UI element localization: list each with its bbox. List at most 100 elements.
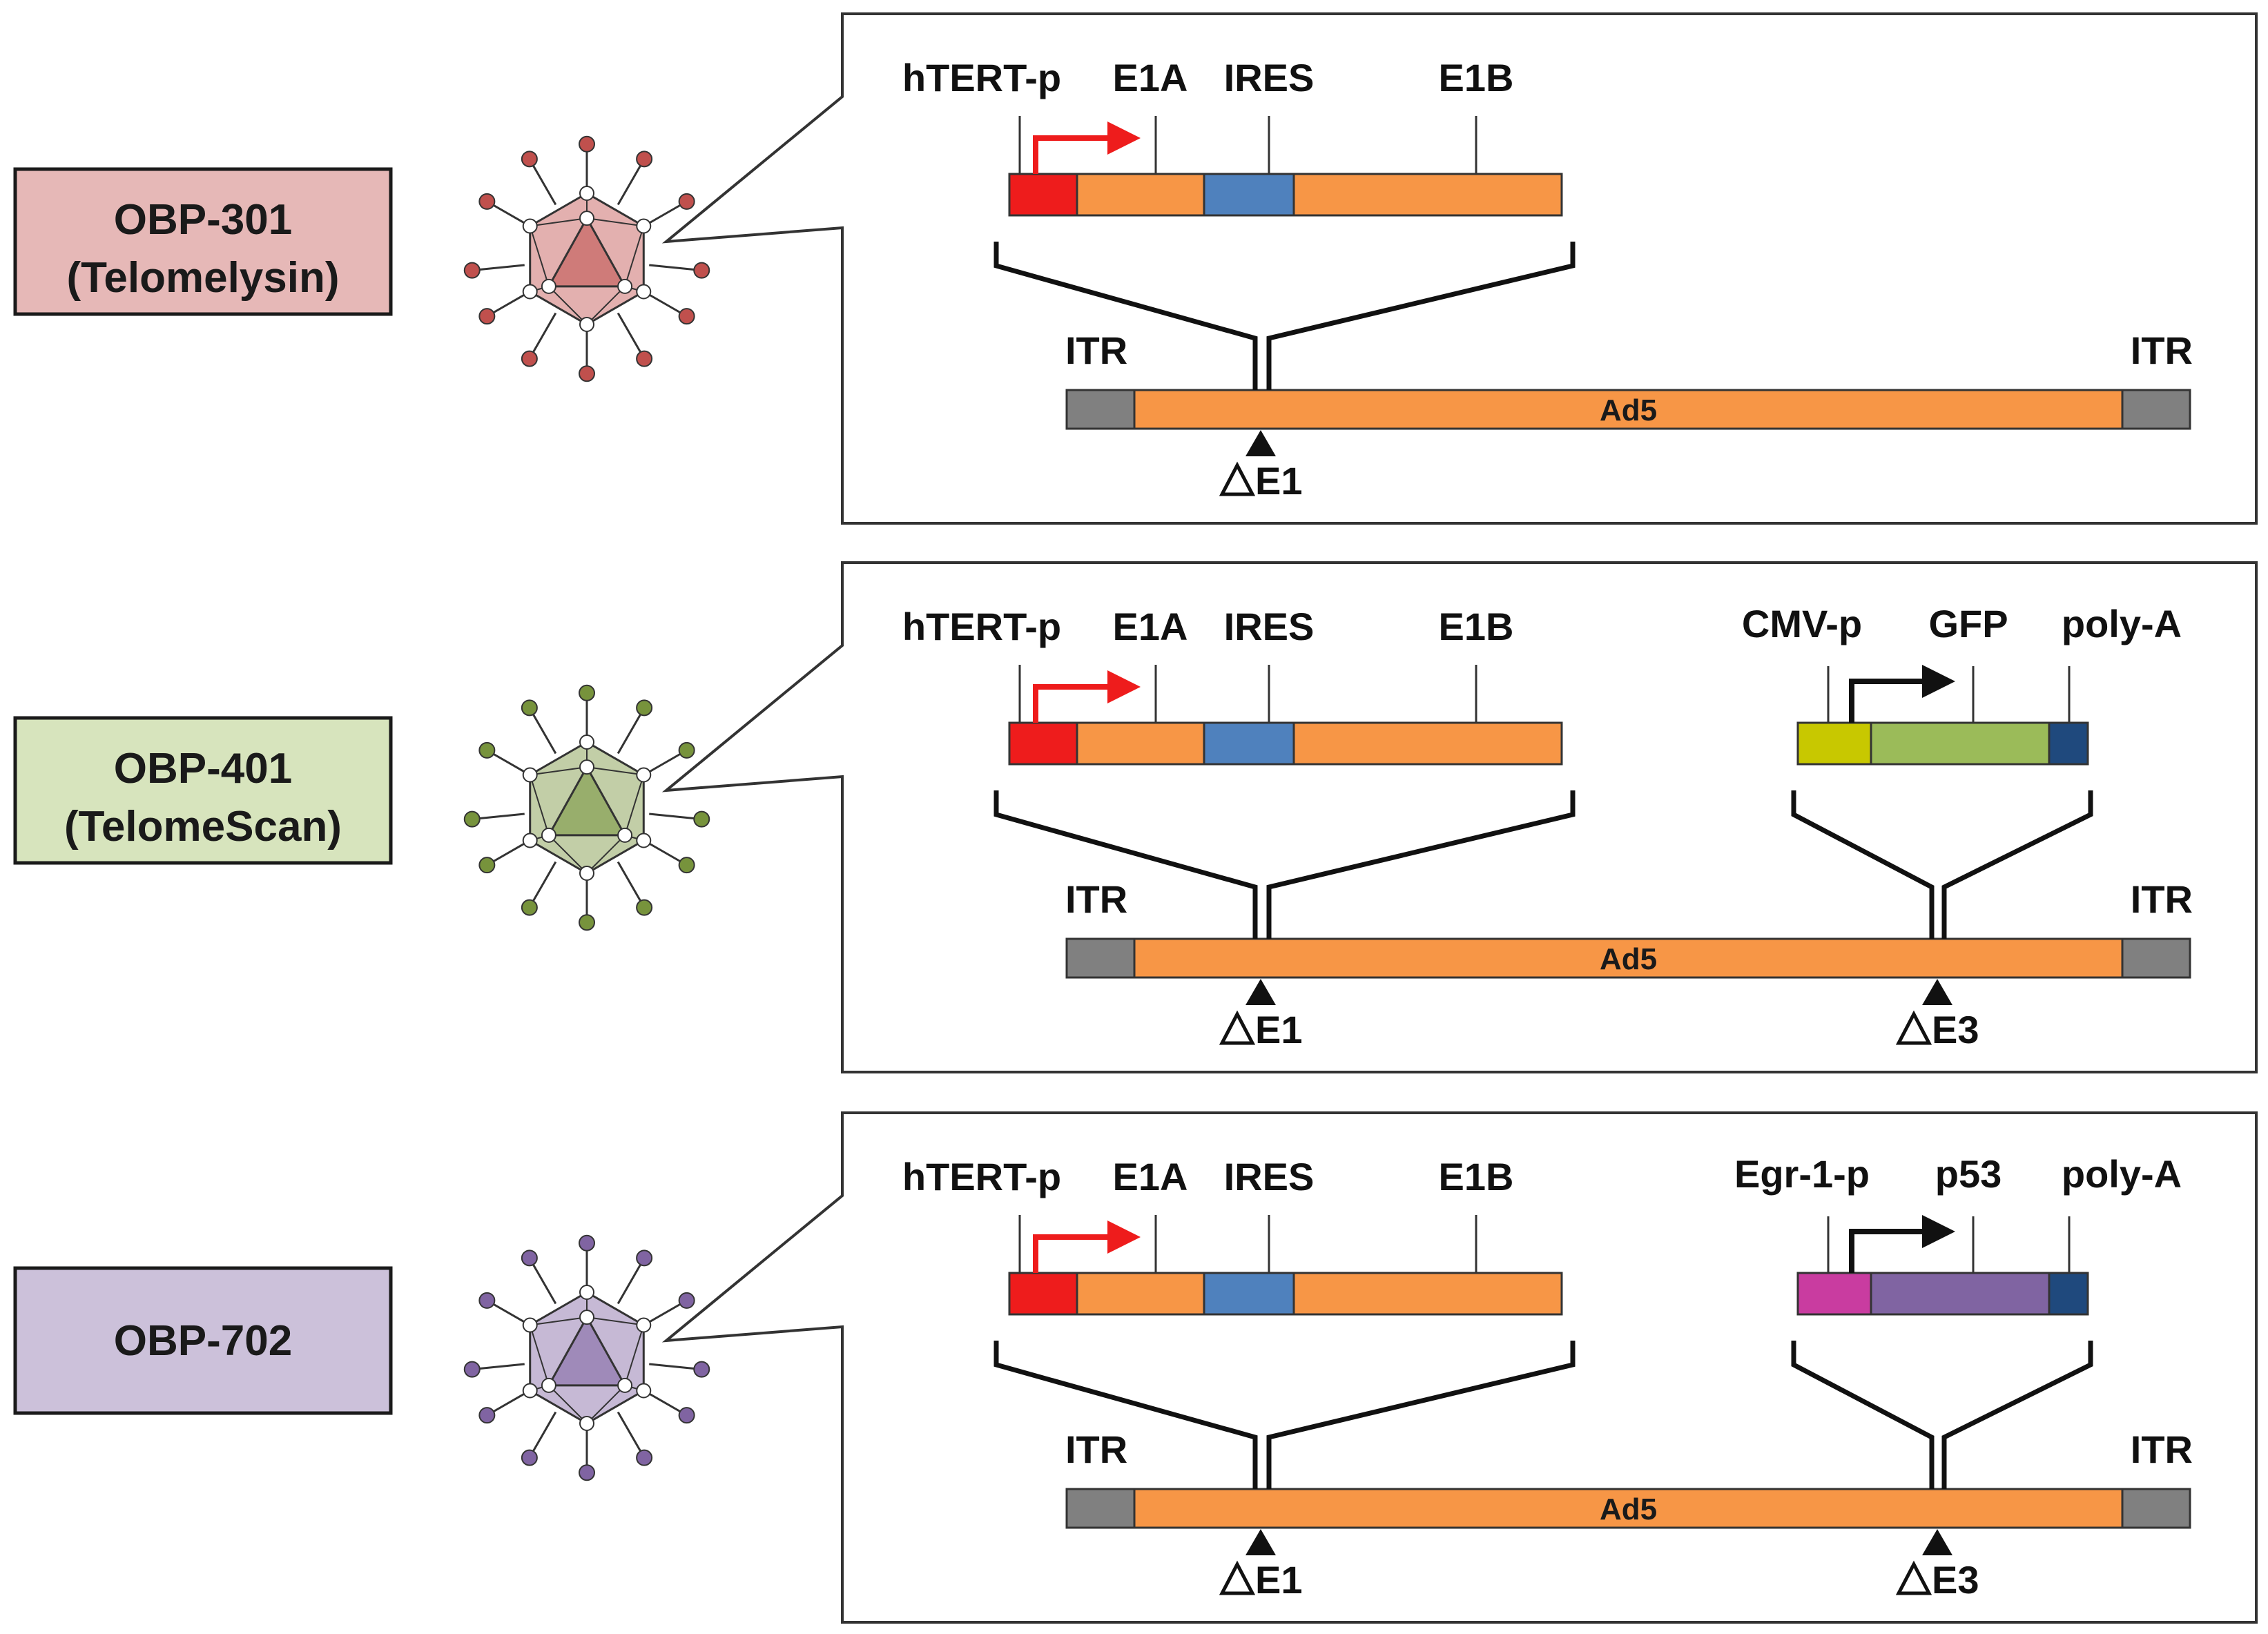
itr-left-segment [1065, 389, 1136, 430]
virus-knob [678, 857, 695, 874]
virus-knob [521, 1249, 538, 1267]
virus-knob [636, 699, 653, 717]
transcription-arrow-icon [1849, 1215, 1955, 1273]
e1b-segment [1292, 173, 1563, 217]
virus-vertex [541, 827, 556, 843]
virus-knob [463, 1361, 481, 1378]
virus-face [547, 216, 627, 288]
virus-knob [693, 810, 710, 828]
virus-spike [472, 813, 525, 821]
virus-knob [478, 741, 496, 759]
virus-knob [678, 1407, 695, 1424]
virus-knob [636, 1249, 653, 1267]
virus-knob [478, 308, 496, 325]
e1b-segment [1292, 1272, 1563, 1316]
virus-knob [478, 857, 496, 874]
virus-spike [617, 1257, 646, 1305]
insertion-bracket-right [1266, 790, 1576, 939]
virus-vertex [617, 278, 633, 294]
virus-spike [649, 1363, 702, 1371]
virus-knob [579, 135, 595, 153]
vector-name-box [13, 1266, 393, 1415]
virus-knob [636, 150, 653, 168]
virus-icon [463, 135, 710, 382]
ires-segment [1203, 173, 1295, 217]
virus-vertex [522, 1383, 538, 1399]
promoter-segment [1008, 1272, 1078, 1316]
cassette2-promoter-segment [1796, 1272, 1872, 1316]
vector-name: OBP-702 [114, 1317, 292, 1365]
virus-spike [472, 264, 525, 272]
vector-name: OBP-401 [114, 745, 292, 792]
virus-knob [521, 899, 538, 916]
virus-facet [530, 766, 588, 776]
virus-knob [678, 308, 695, 325]
virus-knob [579, 365, 595, 382]
virus-vertex [636, 1383, 652, 1399]
virus-facet [586, 835, 626, 874]
virus-vertex [522, 218, 538, 234]
polyA-label: poly-A [2062, 1152, 2182, 1196]
virus-facet [529, 1325, 550, 1386]
ad5-segment [1133, 1488, 2124, 1529]
e1b-label: E1B [1439, 1155, 1514, 1198]
virus-vertex [541, 1377, 556, 1393]
virus-knob [521, 350, 538, 367]
virus-facet [586, 286, 626, 325]
virus-vertex [579, 735, 594, 750]
e1b-label: E1B [1439, 605, 1514, 648]
itr-right-segment [2121, 1488, 2191, 1529]
itr-right-label: ITR [2131, 329, 2193, 372]
promoter-segment [1008, 173, 1078, 217]
virus-facet [529, 226, 550, 287]
virus-vertex [579, 317, 594, 332]
virus-knob [693, 1361, 710, 1378]
virus-vertex [579, 866, 594, 881]
virus-spike [649, 264, 702, 272]
e1a-segment [1076, 173, 1205, 217]
virus-knob [521, 1449, 538, 1466]
delta-icon [1219, 1010, 1256, 1045]
virus-knob [693, 262, 710, 279]
delta-icon [1895, 1560, 1932, 1595]
virus-knob [636, 350, 653, 367]
virus-facet [529, 775, 550, 836]
virus-spike [649, 813, 702, 821]
promoter-label: hTERT-p [902, 1155, 1061, 1198]
virus-knob [579, 1464, 595, 1481]
insertion-bracket-left [1791, 790, 1935, 939]
virus-spike [528, 312, 557, 360]
insertion-bracket-right [1941, 1341, 2093, 1489]
ad5-label: Ad5 [1600, 1492, 1657, 1526]
virus-vertex [636, 833, 652, 848]
cassette2-promoter-label: Egr-1-p [1734, 1152, 1870, 1196]
virus-spike [528, 1257, 557, 1305]
virus-spike [528, 707, 557, 755]
delta-e3-label: E3 [1932, 1558, 1979, 1602]
cassette2-gene-label: p53 [1935, 1152, 2002, 1196]
insertion-bracket-right [1941, 790, 2093, 939]
delta-icon [1219, 461, 1256, 496]
vector-name-box [13, 167, 393, 316]
virus-knob [478, 193, 496, 210]
ad5-segment [1133, 937, 2124, 979]
virus-spike [617, 158, 646, 206]
ires-segment [1203, 1272, 1295, 1316]
e1a-label: E1A [1113, 605, 1188, 648]
itr-left-segment [1065, 937, 1136, 979]
virus-spike [617, 861, 646, 908]
insertion-bracket-left [994, 790, 1258, 939]
promoter-label: hTERT-p [902, 605, 1061, 648]
virus-knob [463, 810, 481, 828]
virus-facet [586, 766, 644, 776]
e1b-segment [1292, 721, 1563, 766]
virus-facet [586, 1385, 626, 1424]
virus-spike [528, 158, 557, 206]
virus-knob [678, 1292, 695, 1309]
e1a-label: E1A [1113, 56, 1188, 99]
virus-vertex [636, 284, 652, 300]
virus-facet [530, 217, 588, 227]
